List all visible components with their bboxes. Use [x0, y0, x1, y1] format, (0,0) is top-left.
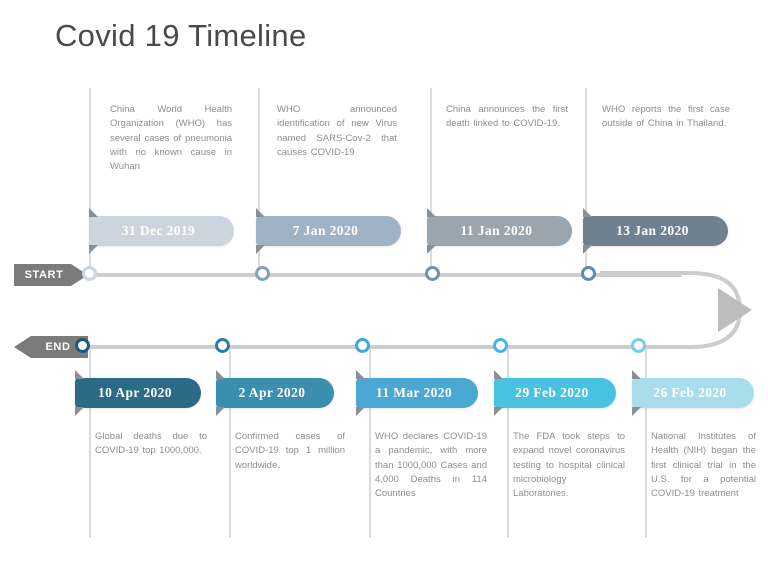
event-date-badge[interactable]: 11 Jan 2020: [427, 208, 572, 254]
event-description: China announces the first death linked t…: [446, 104, 568, 130]
page-title: Covid 19 Timeline: [55, 18, 307, 53]
event-stem: [585, 88, 587, 278]
event-stem: [507, 348, 509, 538]
ribbon-fold-icon: [427, 208, 436, 217]
event-description: WHO reports the first case outside of Ch…: [602, 104, 730, 130]
ribbon-fold-icon: [216, 370, 225, 379]
event-stem: [229, 348, 231, 538]
event-date-badge[interactable]: 11 Mar 2020: [356, 370, 478, 416]
timeline-rail-top: [82, 273, 682, 277]
timeline-node[interactable]: [215, 338, 230, 353]
event-date-badge[interactable]: 10 Apr 2020: [75, 370, 201, 416]
event-stem: [258, 88, 260, 278]
event-description: Global deaths due to COVID-19 top 1000,0…: [95, 431, 207, 457]
end-marker: END: [14, 336, 88, 358]
event-date: 7 Jan 2020: [292, 223, 359, 238]
ribbon-fold-icon: [216, 407, 225, 416]
event-description: WHO announced identification of new Viru…: [277, 104, 397, 158]
flow-arrow-u-turn: [600, 252, 768, 368]
event-date: 31 Dec 2019: [121, 223, 196, 238]
timeline-node[interactable]: [425, 266, 440, 281]
timeline-node[interactable]: [82, 266, 97, 281]
start-marker: START: [14, 264, 88, 286]
event-description: National Institutes of Health (NIH) bega…: [651, 431, 756, 500]
event-description: Confirmed cases of COVID-19 top 1 millio…: [235, 431, 345, 471]
event-date: 13 Jan 2020: [616, 223, 689, 238]
ribbon-fold-icon: [356, 370, 365, 379]
ribbon-fold-icon: [494, 407, 503, 416]
event-stem: [369, 348, 371, 538]
event-date-badge[interactable]: 26 Feb 2020: [632, 370, 754, 416]
ribbon-fold-icon: [632, 370, 641, 379]
start-label: START: [24, 269, 64, 281]
event-date: 26 Feb 2020: [653, 385, 727, 400]
event-date: 11 Jan 2020: [460, 223, 533, 238]
end-label: END: [45, 341, 71, 353]
ribbon-fold-icon: [632, 407, 641, 416]
timeline-rail-bottom: [82, 345, 682, 349]
timeline-node[interactable]: [355, 338, 370, 353]
event-stem: [89, 348, 91, 538]
timeline-node[interactable]: [75, 338, 90, 353]
ribbon-fold-icon: [583, 245, 592, 254]
event-date-badge[interactable]: 29 Feb 2020: [494, 370, 616, 416]
event-stem: [89, 88, 91, 278]
ribbon-fold-icon: [89, 245, 98, 254]
ribbon-fold-icon: [256, 208, 265, 217]
ribbon-fold-icon: [256, 245, 265, 254]
event-date-badge[interactable]: 31 Dec 2019: [89, 208, 234, 254]
event-date-badge[interactable]: 2 Apr 2020: [216, 370, 334, 416]
ribbon-fold-icon: [583, 208, 592, 217]
event-stem: [430, 88, 432, 278]
event-stem: [645, 348, 647, 538]
ribbon-fold-icon: [427, 245, 436, 254]
ribbon-fold-icon: [75, 407, 84, 416]
timeline-node[interactable]: [493, 338, 508, 353]
event-date-badge[interactable]: 13 Jan 2020: [583, 208, 728, 254]
ribbon-fold-icon: [75, 370, 84, 379]
event-date: 29 Feb 2020: [515, 385, 589, 400]
event-date: 10 Apr 2020: [98, 385, 172, 400]
event-description: The FDA took steps to expand novel coron…: [513, 431, 625, 500]
ribbon-fold-icon: [494, 370, 503, 379]
ribbon-fold-icon: [89, 208, 98, 217]
timeline-node[interactable]: [255, 266, 270, 281]
event-date: 11 Mar 2020: [375, 385, 453, 400]
ribbon-fold-icon: [356, 407, 365, 416]
event-description: China World Health Organization (WHO) ha…: [110, 104, 232, 173]
event-description: WHO declares COVID-19 a pandemic, with m…: [375, 431, 487, 500]
timeline-node[interactable]: [631, 338, 646, 353]
event-date: 2 Apr 2020: [238, 385, 306, 400]
timeline-node[interactable]: [581, 266, 596, 281]
event-date-badge[interactable]: 7 Jan 2020: [256, 208, 401, 254]
